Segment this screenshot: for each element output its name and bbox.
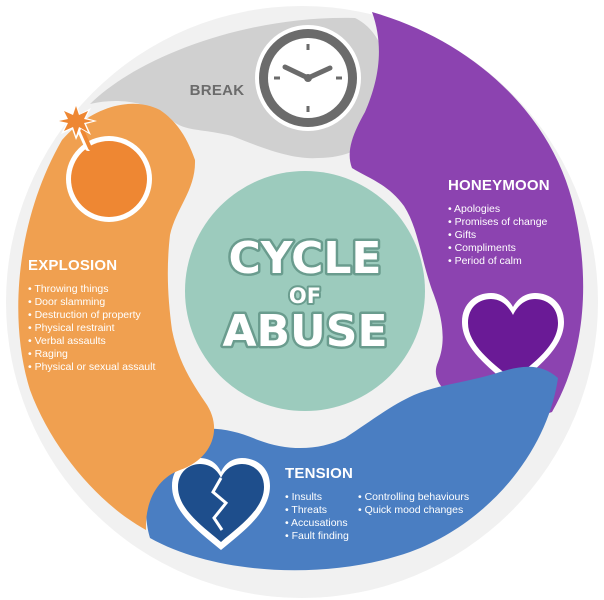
explosion-item: • Destruction of property — [28, 309, 142, 321]
center-disc — [185, 171, 425, 411]
broken-heart-icon — [172, 458, 270, 550]
tension-list-col2: • Controlling behaviours • Quick mood ch… — [358, 491, 469, 516]
tension-title: TENSION — [285, 465, 353, 482]
tension-list-col1: • Insults • Threats • Accusations • Faul… — [285, 491, 349, 542]
center-title-line3: ABUSE — [222, 306, 387, 357]
tension-item: • Quick mood changes — [358, 504, 463, 516]
explosion-title: EXPLOSION — [28, 257, 117, 274]
honeymoon-item: • Compliments — [448, 242, 516, 254]
center-title-line2: OF — [289, 284, 321, 308]
honeymoon-list: • Apologies • Promises of change • Gifts… — [448, 203, 548, 267]
explosion-item: • Door slamming — [28, 296, 105, 308]
honeymoon-segment: HONEYMOON • Apologies • Promises of chan… — [349, 12, 584, 416]
tension-item: • Threats — [285, 504, 327, 516]
honeymoon-title: HONEYMOON — [448, 177, 550, 194]
explosion-item: • Throwing things — [28, 283, 109, 295]
explosion-item: • Raging — [28, 348, 68, 360]
tension-item: • Controlling behaviours — [358, 491, 469, 503]
break-segment: BREAK — [90, 17, 388, 159]
honeymoon-item: • Apologies — [448, 203, 500, 215]
center-circle: CYCLE OF ABUSE — [185, 171, 425, 411]
tension-item: • Fault finding — [285, 530, 349, 542]
explosion-item: • Physical or sexual assault — [28, 361, 155, 373]
honeymoon-item: • Period of calm — [448, 255, 522, 267]
explosion-segment: EXPLOSION • Throwing things • Door slamm… — [18, 103, 215, 530]
break-title: BREAK — [190, 82, 245, 99]
honeymoon-item: • Gifts — [448, 229, 476, 241]
center-title-line1: CYCLE — [229, 233, 382, 284]
explosion-shape — [18, 103, 215, 530]
tension-segment: TENSION • Insults • Threats • Accusation… — [146, 366, 558, 571]
explosion-item: • Physical restraint — [28, 322, 115, 334]
honeymoon-item: • Promises of change — [448, 216, 548, 228]
tension-item: • Accusations — [285, 517, 348, 529]
explosion-item: • Verbal assaults — [28, 335, 106, 347]
explosion-list: • Throwing things • Door slamming • Dest… — [28, 283, 155, 373]
clock-icon — [255, 25, 361, 131]
bomb-icon — [56, 103, 152, 222]
tension-item: • Insults — [285, 491, 322, 503]
heart-icon — [462, 293, 564, 388]
